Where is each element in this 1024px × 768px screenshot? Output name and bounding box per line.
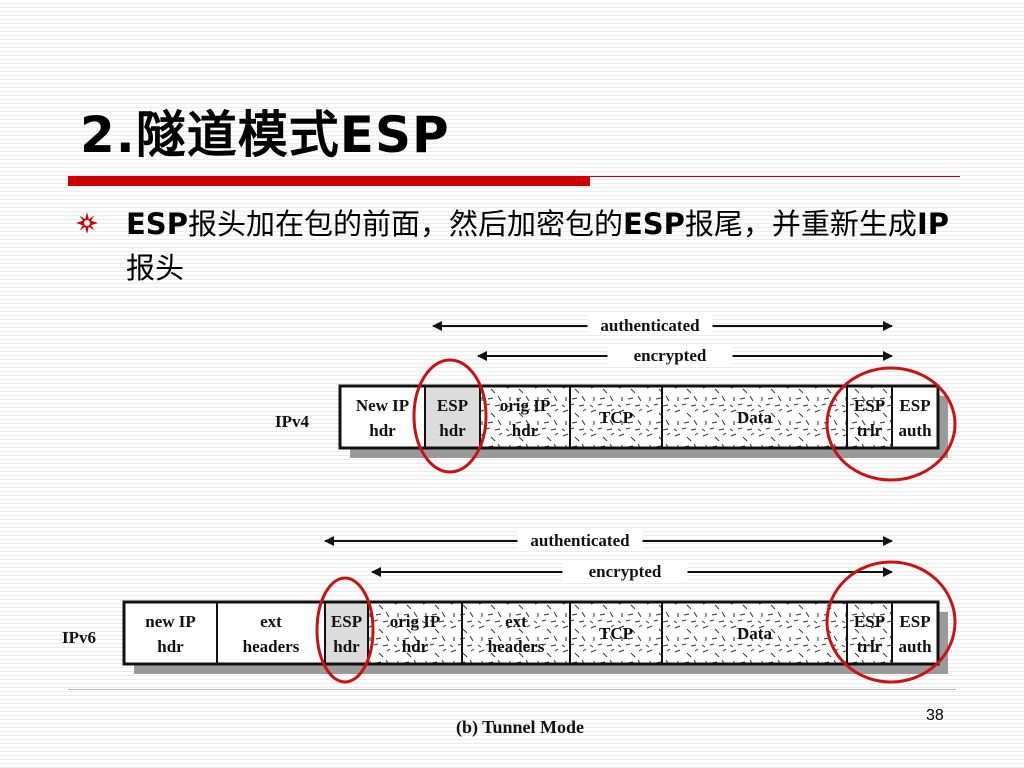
ipv4-cell-1-label-line1: ESP bbox=[437, 396, 468, 415]
ipv6-cell-1-label-line2: headers bbox=[243, 637, 300, 656]
ipv6-row-border bbox=[122, 600, 940, 666]
ipv6-cell-8-label-line2: auth bbox=[898, 637, 932, 656]
ipv4-label: IPv4 bbox=[275, 412, 310, 431]
ipv4-authenticated-label: authenticated bbox=[600, 316, 700, 335]
ipv6-cell-2-label-line2: hdr bbox=[333, 637, 360, 656]
ipv4-authenticated-label-bg bbox=[587, 314, 713, 334]
ipv4-cell-6-label-line2: auth bbox=[898, 421, 932, 440]
bullet-seg-2: ESP bbox=[622, 207, 685, 241]
ipv4-cell-5-label-line2: trlr bbox=[857, 421, 883, 440]
ipv6-highlight-circle-1 bbox=[825, 560, 957, 684]
ipv4-cell-0-label-line1: New IP bbox=[356, 396, 409, 415]
footer-rule bbox=[68, 689, 956, 690]
ipv4-row-border bbox=[338, 384, 940, 450]
ipv6-cell-0 bbox=[123, 601, 218, 665]
ipv6-authenticated-label: authenticated bbox=[530, 531, 630, 550]
ipv4-encrypted-label-bg bbox=[607, 344, 733, 364]
ipv4-cell-3 bbox=[569, 385, 663, 449]
title-underline-rule bbox=[590, 176, 960, 177]
ipv4-cell-0-label-line2: hdr bbox=[369, 421, 396, 440]
ipv4-cell-6-label-line1: ESP bbox=[899, 396, 930, 415]
bullet-text: ESP报头加在包的前面，然后加密包的ESP报尾，并重新生成IP报头 bbox=[126, 202, 966, 290]
bullet-seg-0: ESP bbox=[126, 207, 188, 241]
ipv6-cell-5-label: TCP bbox=[599, 624, 633, 643]
bullet-seg-3: 报尾，并重新生成 bbox=[684, 207, 917, 241]
ipv6-cell-2-label-line1: ESP bbox=[331, 612, 362, 631]
ipv4-cell-2 bbox=[479, 385, 571, 449]
bullet-star-icon bbox=[76, 212, 98, 234]
title-underline-bar bbox=[68, 176, 590, 186]
slide-title: 2.隧道模式ESP bbox=[80, 106, 450, 164]
diagram-caption: (b) Tunnel Mode bbox=[456, 717, 584, 738]
bullet-seg-4: IP bbox=[916, 207, 949, 241]
ipv6-cell-1-label-line1: ext bbox=[260, 612, 282, 631]
ipv6-cell-6-label: Data bbox=[737, 624, 772, 643]
page-number: 38 bbox=[926, 707, 944, 724]
bullet-seg-5: 报头 bbox=[126, 251, 185, 285]
ipv6-authenticated-label-bg bbox=[517, 529, 643, 549]
ipv6-cell-7-label-line1: ESP bbox=[854, 612, 885, 631]
ipv4-cell-4-label: Data bbox=[737, 408, 772, 427]
ipv6-cell-6 bbox=[661, 601, 848, 665]
ipv6-cell-3-label-line2: hdr bbox=[402, 637, 429, 656]
ipv6-encrypted-label: encrypted bbox=[589, 562, 662, 581]
ipv4-cell-5-label-line1: ESP bbox=[854, 396, 885, 415]
ipv6-cell-1 bbox=[216, 601, 326, 665]
ipv6-cell-4-label-line1: ext bbox=[505, 612, 527, 631]
ipv4-cell-1 bbox=[424, 385, 481, 449]
ipv4-cell-3-label: TCP bbox=[599, 408, 633, 427]
ipv6-cell-8-label-line1: ESP bbox=[899, 612, 930, 631]
ipv6-cell-0-label-line2: hdr bbox=[157, 637, 184, 656]
ipv4-encrypted-label: encrypted bbox=[634, 346, 707, 365]
ipv6-highlight-circle-0 bbox=[315, 576, 375, 684]
ipv4-cell-1-label-line2: hdr bbox=[439, 421, 466, 440]
bullet-seg-1: 报头加在包的前面，然后加密包的 bbox=[187, 207, 623, 241]
ipv4-highlight-circle-0 bbox=[412, 358, 488, 474]
ipv6-cell-4-label-line2: headers bbox=[488, 637, 545, 656]
ipv6-encrypted-label-bg bbox=[562, 560, 688, 580]
ipv6-label: IPv6 bbox=[62, 628, 96, 647]
ipv6-cell-0-label-line1: new IP bbox=[145, 612, 196, 631]
ipv6-cell-3-label-line1: orig IP bbox=[390, 612, 441, 631]
ipv4-cell-2-label-line2: hdr bbox=[512, 421, 539, 440]
ipv4-highlight-circle-1 bbox=[825, 366, 957, 482]
ipv6-cell-7-label-line2: trlr bbox=[857, 637, 883, 656]
ipv4-cell-2-label-line1: orig IP bbox=[500, 396, 551, 415]
